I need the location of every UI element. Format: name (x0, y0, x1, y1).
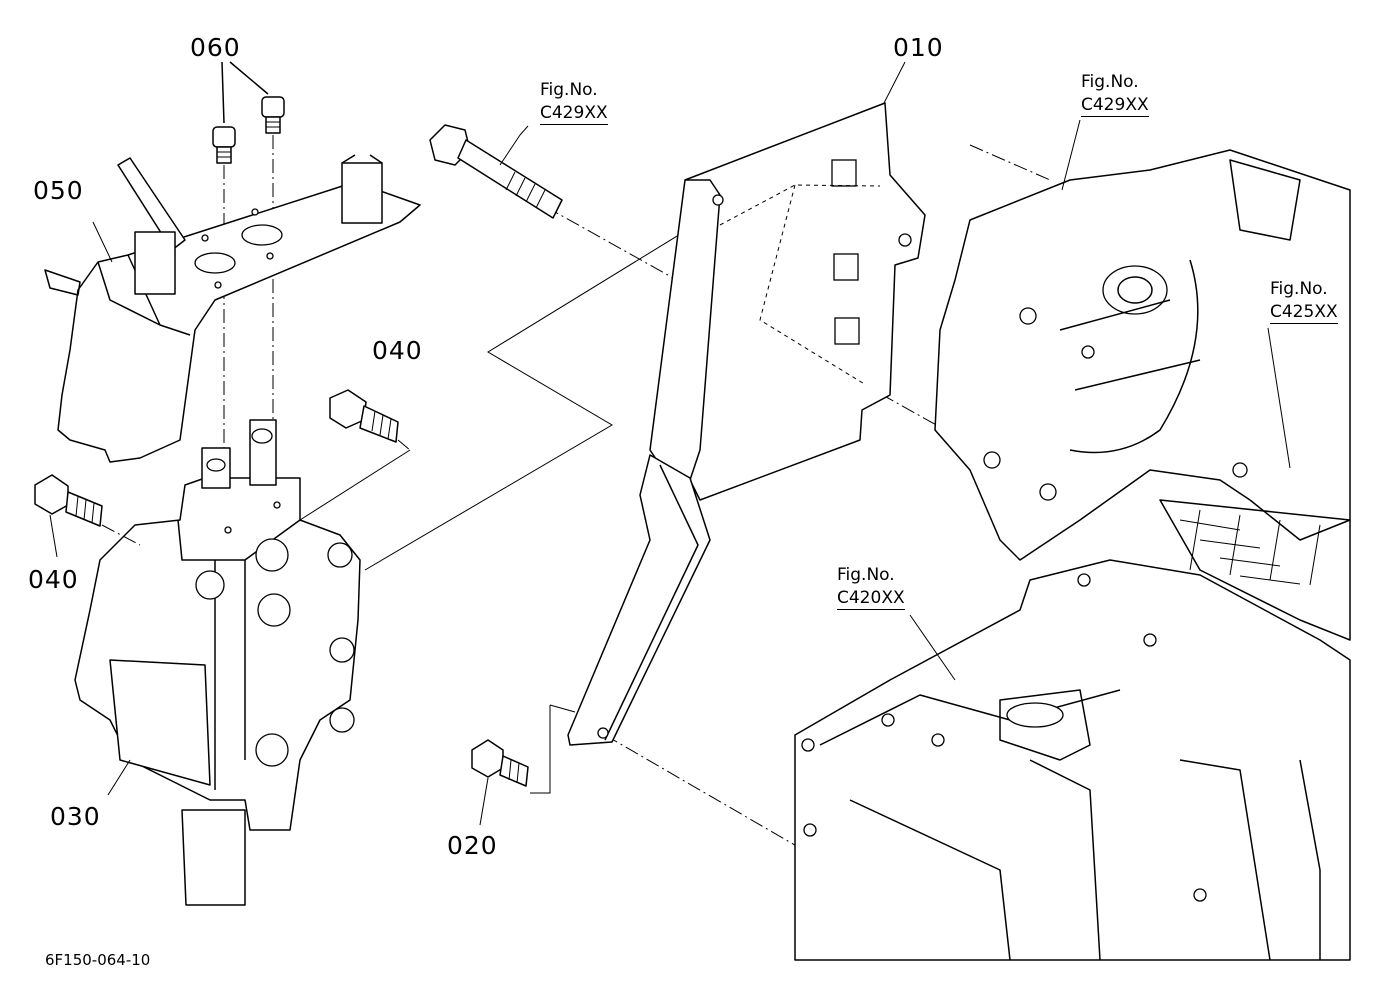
figure-ref-code: C420XX (837, 588, 905, 610)
callout-030: 030 (50, 802, 101, 831)
figure-ref-heading: Fig.No. (837, 565, 895, 585)
drawing-number: 6F150-064-10 (45, 951, 151, 969)
callout-060: 060 (190, 33, 241, 62)
figure-ref-c429xx-right: Fig.No. C429XX (1081, 74, 1149, 117)
figure-ref-code: C429XX (540, 103, 608, 125)
figure-ref-heading: Fig.No. (1270, 279, 1328, 299)
figure-ref-heading: Fig.No. (1081, 72, 1139, 92)
bolt-060-left (212, 126, 236, 164)
callout-040-lower: 040 (28, 565, 79, 594)
transmission-housing-lower (794, 499, 1351, 961)
figure-ref-c420xx: Fig.No. C420XX (837, 567, 905, 610)
part-010-support-bracket (567, 102, 926, 746)
part-020-bolt (471, 739, 529, 787)
callout-leaders (49, 61, 1291, 826)
callout-050: 050 (33, 176, 84, 205)
part-030-control-valve (74, 419, 361, 906)
figure-ref-code: C429XX (1081, 95, 1149, 117)
part-050-bracket (44, 154, 421, 463)
callout-020: 020 (447, 831, 498, 860)
figure-ref-code: C425XX (1270, 302, 1338, 324)
callout-010: 010 (893, 33, 944, 62)
part-040-bolt-lower (34, 474, 141, 546)
part-040-bolt-upper (329, 389, 411, 451)
callout-040-upper: 040 (372, 336, 423, 365)
figure-ref-c429xx-left: Fig.No. C429XX (540, 82, 608, 125)
figure-ref-c425xx: Fig.No. C425XX (1270, 281, 1338, 324)
figure-ref-heading: Fig.No. (540, 80, 598, 100)
bolt-060-right (261, 96, 285, 134)
long-bolt (429, 124, 563, 219)
transmission-housing-upper (934, 144, 1351, 561)
